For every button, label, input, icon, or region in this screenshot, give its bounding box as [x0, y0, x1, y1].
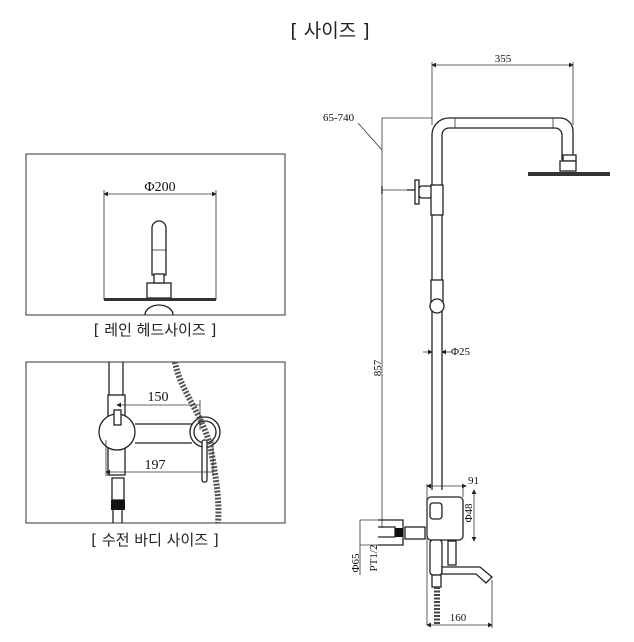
arm-length-label: 355 — [495, 53, 512, 65]
body-width-label: 197 — [145, 458, 166, 473]
height-range-label: 65-740 — [323, 112, 355, 124]
spout-length-label: 160 — [450, 612, 467, 624]
thread-size-label: PT1/2 — [368, 545, 380, 572]
rain-head-panel: Φ200 — [25, 153, 286, 316]
total-height-label: 857 — [372, 359, 384, 376]
body-caption: [ 수전 바디 사이즈 ] — [91, 531, 218, 549]
pipe-diameter-label: Φ25 — [451, 346, 471, 358]
body-diameter-label: Φ48 — [463, 503, 475, 523]
rain-head-plate — [104, 298, 216, 301]
page-title: [ 사이즈 ] — [290, 20, 369, 42]
rain-head — [528, 172, 610, 176]
shower-system-drawing: 355 65-740 857 Φ25 — [323, 53, 610, 628]
body-center-distance-label: 150 — [148, 390, 169, 405]
body-panel: 150 197 — [25, 361, 286, 524]
rain-head-caption: [ 레인 헤드사이즈 ] — [94, 321, 217, 339]
body-depth-label: 91 — [468, 475, 479, 487]
shower-arm-end — [151, 220, 167, 276]
flange-diameter-label: Φ65 — [350, 553, 362, 573]
rain-head-diameter-label: Φ200 — [144, 180, 175, 195]
